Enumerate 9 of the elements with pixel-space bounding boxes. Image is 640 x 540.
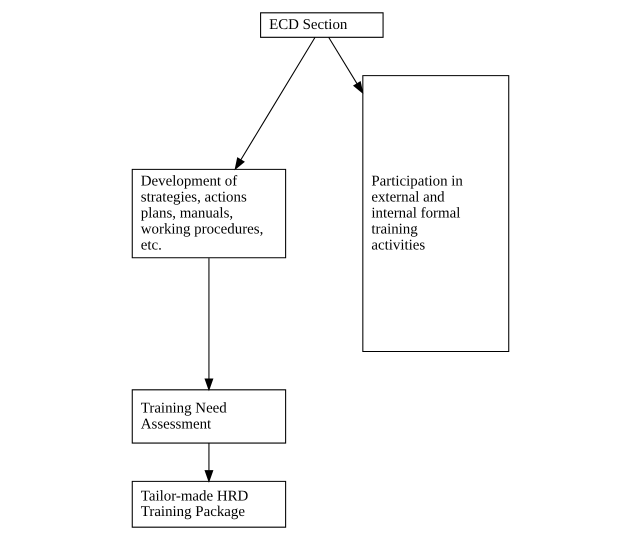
node-box: Development of strategies, actions plans, manuals, working procedures, etc. xyxy=(131,168,286,258)
arrow xyxy=(328,37,363,94)
arrow xyxy=(204,258,213,392)
node-box: ECD Section xyxy=(260,12,384,38)
node-box: Tailor-made HRD Training Package xyxy=(131,480,286,528)
node-box: Training Need Assessment xyxy=(131,389,286,444)
node-box: Participation in external and internal formal training activities xyxy=(362,75,509,352)
arrow xyxy=(204,443,213,483)
arrow xyxy=(234,37,315,170)
